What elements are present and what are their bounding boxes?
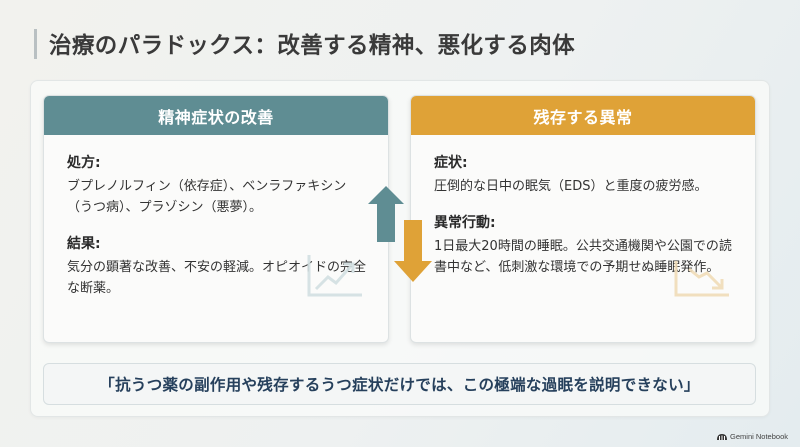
up-arrow-icon <box>368 186 404 242</box>
section-text: ブプレノルフィン（依存症）、ベンラファキシン（うつ病）、プラゾシン（悪夢）。 <box>67 179 347 215</box>
title-container: 治療のパラドックス：改善する精神、悪化する肉体 <box>34 27 575 61</box>
brand-watermark: Gemini Notebook <box>717 432 788 441</box>
section-text: 圧倒的な日中の眠気（EDS）と重度の疲労感。 <box>434 179 708 194</box>
section-title: 結果: <box>67 236 101 252</box>
trend-down-chart-icon <box>674 261 729 297</box>
conclusion-quote: 「抗うつ薬の副作用や残存するうつ症状だけでは、この極端な過眠を説明できない」 <box>99 376 700 394</box>
title-accent-bar <box>34 29 37 59</box>
section-text: 1日最大20時間の睡眠。公共交通機関や公園での読書中など、低刺激な環境での予期せ… <box>434 239 732 275</box>
section-text: 気分の顕著な改善、不安の軽減。オピオイドの完全な断薬。 <box>67 260 367 296</box>
section-title: 異常行動: <box>434 215 496 231</box>
section-title: 処方: <box>67 155 101 171</box>
mental-improvement-card: 精神症状の改善 処方: ブプレノルフィン（依存症）、ベンラファキシン（うつ病）、… <box>43 95 389 343</box>
trend-up-chart-icon <box>307 255 362 297</box>
residual-abnormality-card: 残存する異常 症状: 圧倒的な日中の眠気（EDS）と重度の疲労感。 異常行動: … <box>410 95 756 343</box>
brand-logo-icon <box>717 434 728 440</box>
down-arrow-icon <box>394 220 432 282</box>
card-header: 残存する異常 <box>411 96 755 135</box>
conclusion-box: 「抗うつ薬の副作用や残存するうつ症状だけでは、この極端な過眠を説明できない」 <box>43 363 756 405</box>
section-title: 症状: <box>434 155 468 171</box>
page-title: 治療のパラドックス：改善する精神、悪化する肉体 <box>49 33 576 59</box>
opposing-arrows-icon <box>368 186 432 282</box>
card-body: 処方: ブプレノルフィン（依存症）、ベンラファキシン（うつ病）、プラゾシン（悪夢… <box>44 135 388 342</box>
brand-name: Gemini Notebook <box>730 432 788 441</box>
card-body: 症状: 圧倒的な日中の眠気（EDS）と重度の疲労感。 異常行動: 1日最大20時… <box>411 135 755 342</box>
card-header: 精神症状の改善 <box>44 96 388 135</box>
